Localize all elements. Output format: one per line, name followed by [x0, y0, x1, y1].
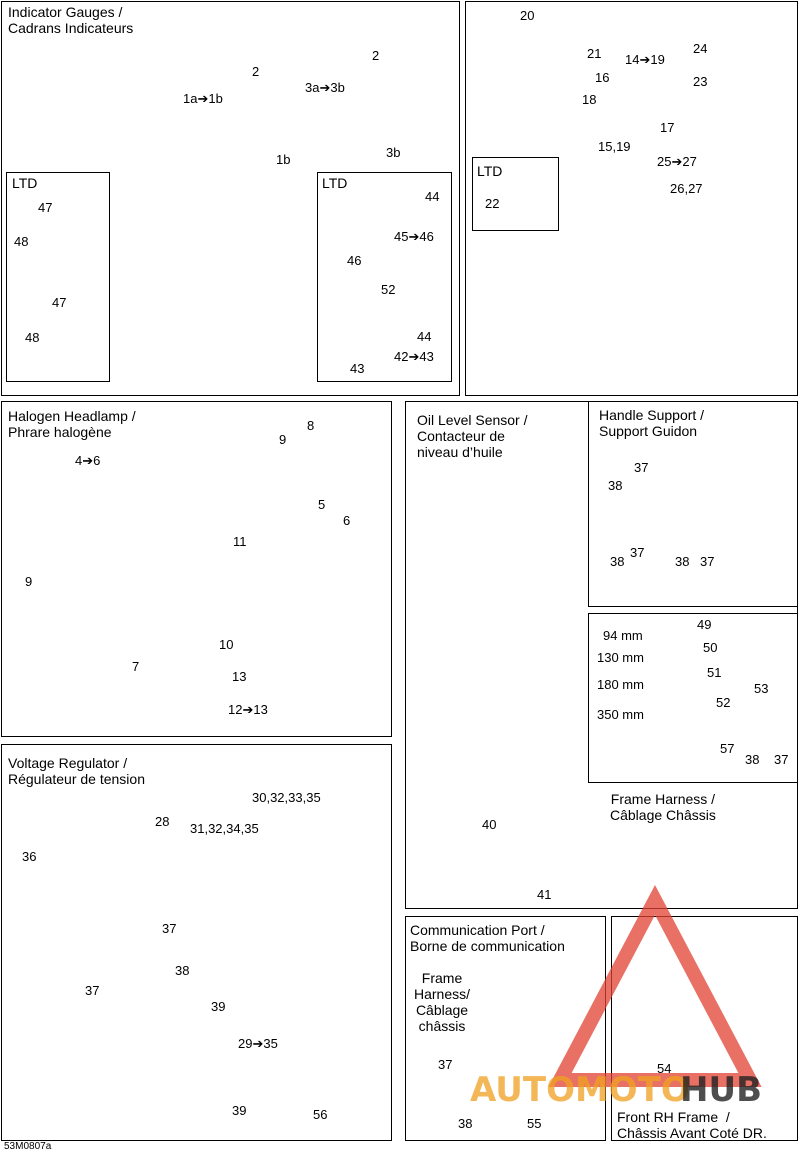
callout: 24: [693, 41, 708, 56]
callout: 25➔27: [657, 154, 697, 169]
callout: 51: [707, 665, 722, 680]
callout: 2: [372, 48, 380, 63]
callout: 31,32,34,35: [190, 821, 259, 836]
callout: 37: [700, 554, 715, 569]
callout: 20: [520, 8, 535, 23]
callout: 47: [52, 295, 67, 310]
callout: 43: [350, 361, 365, 376]
callout: 39: [211, 999, 226, 1014]
panel-ltd-key: [472, 157, 559, 231]
callout: 37: [630, 545, 645, 560]
ltd-left-label: LTD: [12, 175, 38, 191]
callout: 38: [675, 554, 690, 569]
callout: 38: [175, 963, 190, 978]
panel-ltd-right: [317, 172, 452, 382]
callout: 47: [38, 200, 53, 215]
callout: 9: [25, 574, 33, 589]
figure-code: 53M0807a: [4, 1141, 52, 1152]
gauges-title: Indicator Gauges / Cadrans Indicateurs: [8, 4, 134, 36]
callout: 39: [232, 1103, 247, 1118]
callout: 13: [232, 669, 247, 684]
oil-title: Oil Level Sensor / Contacteur de niveau …: [417, 412, 528, 460]
callout: 55: [527, 1116, 542, 1131]
callout: 26,27: [670, 181, 703, 196]
callout: 38: [608, 478, 623, 493]
callout: 45➔46: [394, 229, 434, 244]
callout: 50: [703, 640, 718, 655]
callout: 10: [219, 637, 234, 652]
callout: 3b: [386, 145, 401, 160]
voltage-title: Voltage Regulator / Régulateur de tensio…: [8, 755, 145, 787]
callout: 1a➔1b: [183, 91, 223, 106]
callout: 42➔43: [394, 349, 434, 364]
callout: 36: [22, 849, 37, 864]
callout: 28: [155, 814, 170, 829]
callout: 52: [716, 695, 731, 710]
callout: 53: [754, 681, 769, 696]
headlamp-title: Halogen Headlamp / Phrare halogène: [8, 408, 136, 440]
callout: 38: [610, 554, 625, 569]
callout: 21: [587, 46, 602, 61]
callout: 48: [14, 234, 29, 249]
callout: 14➔19: [625, 52, 665, 67]
callout: 37: [774, 752, 789, 767]
callout: 23: [693, 74, 708, 89]
callout: 37: [634, 460, 649, 475]
handle-title: Handle Support / Support Guidon: [599, 407, 705, 439]
callout: 94 mm: [603, 628, 643, 643]
callout: 29➔35: [238, 1036, 278, 1051]
panel-voltage-regulator: [1, 744, 392, 1141]
callout: 12➔13: [228, 702, 268, 717]
callout: 41: [537, 887, 552, 902]
callout: 52: [381, 282, 396, 297]
callout: 48: [25, 330, 40, 345]
ltd-right-label: LTD: [322, 175, 348, 191]
callout: 46: [347, 253, 362, 268]
callout: 38: [458, 1116, 473, 1131]
callout: 37: [85, 983, 100, 998]
callout: 40: [482, 817, 497, 832]
callout: 180 mm: [597, 677, 644, 692]
callout: 49: [697, 617, 712, 632]
panel-halogen-headlamp: [1, 401, 392, 737]
comm-title: Communication Port / Borne de communicat…: [410, 922, 565, 954]
watermark-text-b: HUB: [680, 1070, 762, 1110]
callout: 7: [132, 659, 140, 674]
callout: 30,32,33,35: [252, 790, 321, 805]
callout: 4➔6: [75, 453, 101, 468]
callout: 16: [595, 70, 610, 85]
panel-ltd-left: [6, 172, 110, 382]
callout: 56: [313, 1107, 328, 1122]
callout: 18: [582, 92, 597, 107]
callout: 6: [343, 513, 351, 528]
panel-clamps: [588, 613, 798, 783]
callout: 37: [438, 1057, 453, 1072]
callout: 44: [425, 189, 440, 204]
callout: 8: [307, 418, 315, 433]
rh-frame-caption: Front RH Frame / Châssis Avant Coté DR.: [617, 1109, 767, 1141]
callout: 9: [279, 432, 287, 447]
watermark-text-a: AUTOMOTO: [470, 1070, 690, 1110]
callout: 17: [660, 120, 675, 135]
callout: 37: [162, 921, 177, 936]
callout: 350 mm: [597, 707, 644, 722]
callout: 22: [485, 196, 500, 211]
ltd-key-label: LTD: [477, 163, 503, 179]
callout: 1b: [276, 152, 291, 167]
callout: 57: [720, 741, 735, 756]
comm-frame-harness-label: Frame Harness/ Câblage châssis: [414, 970, 471, 1034]
callout: 5: [318, 497, 326, 512]
callout: 44: [417, 329, 432, 344]
panel-handle-support: [588, 401, 798, 607]
callout: 11: [233, 534, 247, 549]
callout: 15,19: [598, 139, 631, 154]
callout: 2: [252, 64, 260, 79]
callout: 3a➔3b: [305, 80, 345, 95]
frame-harness-label: Frame Harness / Câblage Châssis: [610, 791, 716, 823]
callout: 130 mm: [597, 650, 644, 665]
callout: 38: [745, 752, 760, 767]
